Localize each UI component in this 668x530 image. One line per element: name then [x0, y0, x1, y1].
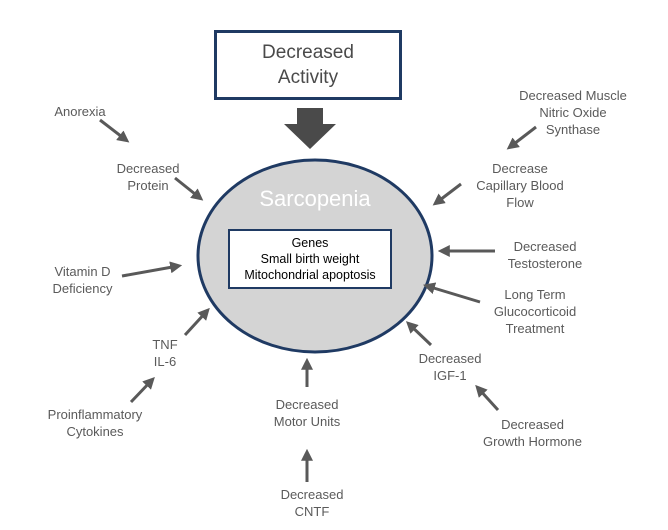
- label-igf1: Decreased IGF-1: [418, 351, 482, 383]
- arrow-igf1: [405, 321, 433, 347]
- label-glucocorticoid: Long Term Glucocorticoid Treatment: [493, 287, 577, 336]
- label-proinflammatory-cytokines: Proinflammatory Cytokines: [47, 407, 143, 439]
- arrow-glucocorticoid: [422, 282, 481, 304]
- arrow-vitamin-d: [121, 261, 183, 278]
- genetic-factors-box: Genes Small birth weight Mitochondrial a…: [228, 229, 392, 289]
- label-testosterone: Decreased Testosterone: [507, 239, 583, 271]
- arrow-protein: [174, 176, 204, 201]
- decreased-activity-box: Decreased Activity: [214, 30, 402, 100]
- arrow-capillary: [432, 182, 462, 206]
- label-anorexia: Anorexia: [54, 104, 106, 119]
- label-cntf: Decreased CNTF: [280, 487, 344, 519]
- big-down-arrow-icon: [284, 108, 336, 149]
- arrow-growth-hormone: [475, 384, 500, 412]
- arrow-anorexia: [99, 118, 130, 143]
- label-vitamin-d: Vitamin D Deficiency: [52, 264, 113, 296]
- sarcopenia-title: Sarcopenia: [259, 186, 371, 211]
- label-decreased-protein: Decreased Protein: [116, 161, 180, 193]
- arrow-proinflammatory: [129, 376, 155, 404]
- label-growth-hormone: Decreased Growth Hormone: [483, 417, 582, 449]
- label-tnf-il6: TNF IL-6: [152, 337, 178, 369]
- label-capillary-blood-flow: Decrease Capillary Blood Flow: [476, 161, 564, 210]
- label-nitric-oxide-synthase: Decreased Muscle Nitric Oxide Synthase: [519, 88, 627, 137]
- label-motor-units: Decreased Motor Units: [273, 397, 341, 429]
- arrow-nitric-oxide: [506, 125, 537, 150]
- arrow-tnf: [183, 307, 210, 337]
